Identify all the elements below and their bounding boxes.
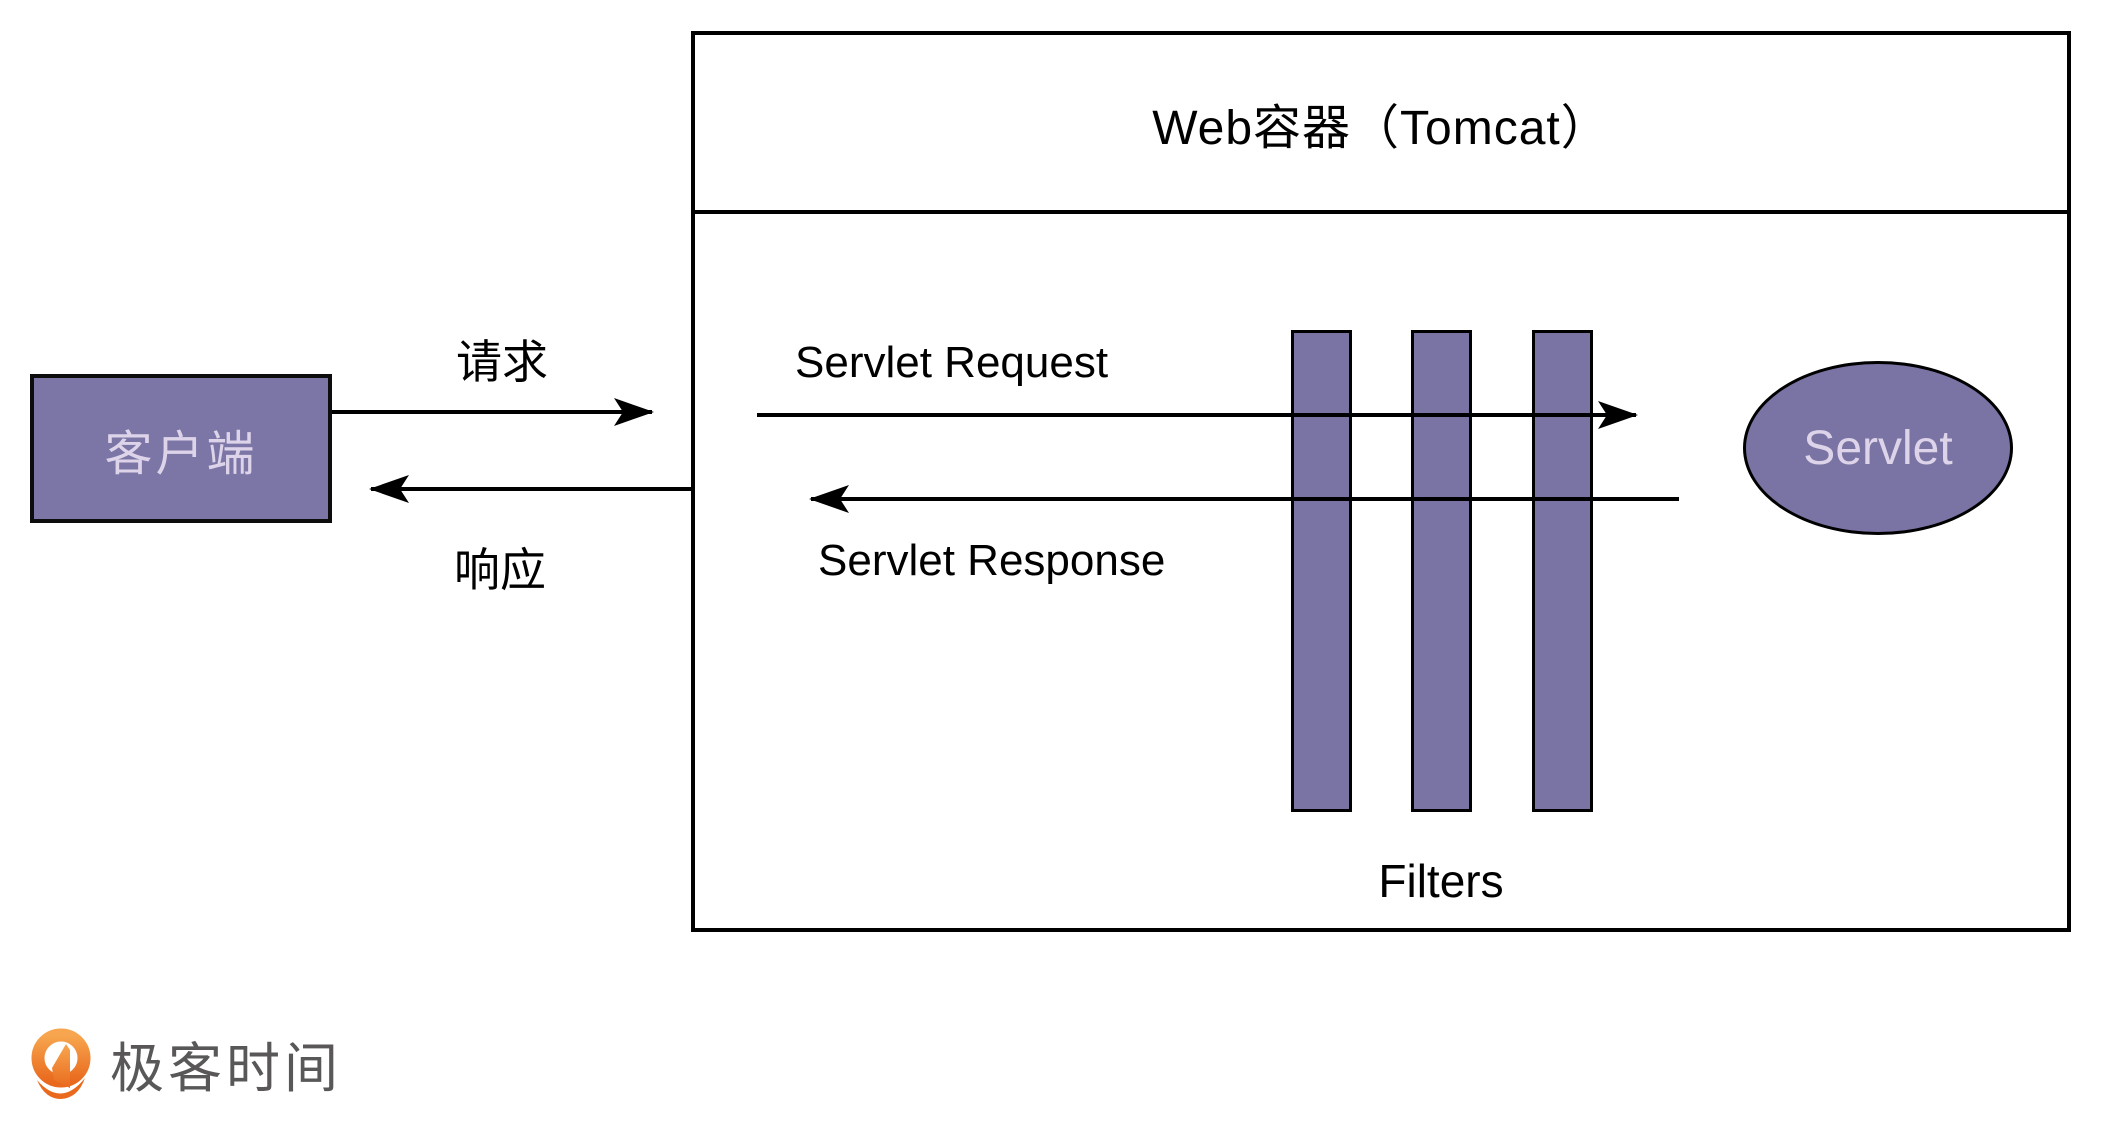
servlet-node: Servlet xyxy=(1743,361,2013,535)
response-label: 响应 xyxy=(454,544,546,596)
web-container-title: Web容器（Tomcat） xyxy=(1152,101,1610,155)
brand-logo: 极客时间 xyxy=(30,1028,342,1108)
geektime-pin-icon xyxy=(31,1028,91,1099)
filter-bar xyxy=(1532,330,1593,812)
servlet-response-label: Servlet Response xyxy=(818,536,1166,585)
brand-name: 极客时间 xyxy=(110,1038,342,1099)
web-container-header: Web容器（Tomcat） xyxy=(695,35,2067,214)
filter-bar xyxy=(1291,330,1352,812)
servlet-label: Servlet xyxy=(1803,421,1953,475)
filters-label: Filters xyxy=(1378,855,1504,907)
filter-bar xyxy=(1411,330,1472,812)
client-label: 客户端 xyxy=(104,427,258,481)
servlet-request-label: Servlet Request xyxy=(795,338,1109,387)
request-label: 请求 xyxy=(456,336,548,388)
client-node: 客户端 xyxy=(30,374,332,523)
